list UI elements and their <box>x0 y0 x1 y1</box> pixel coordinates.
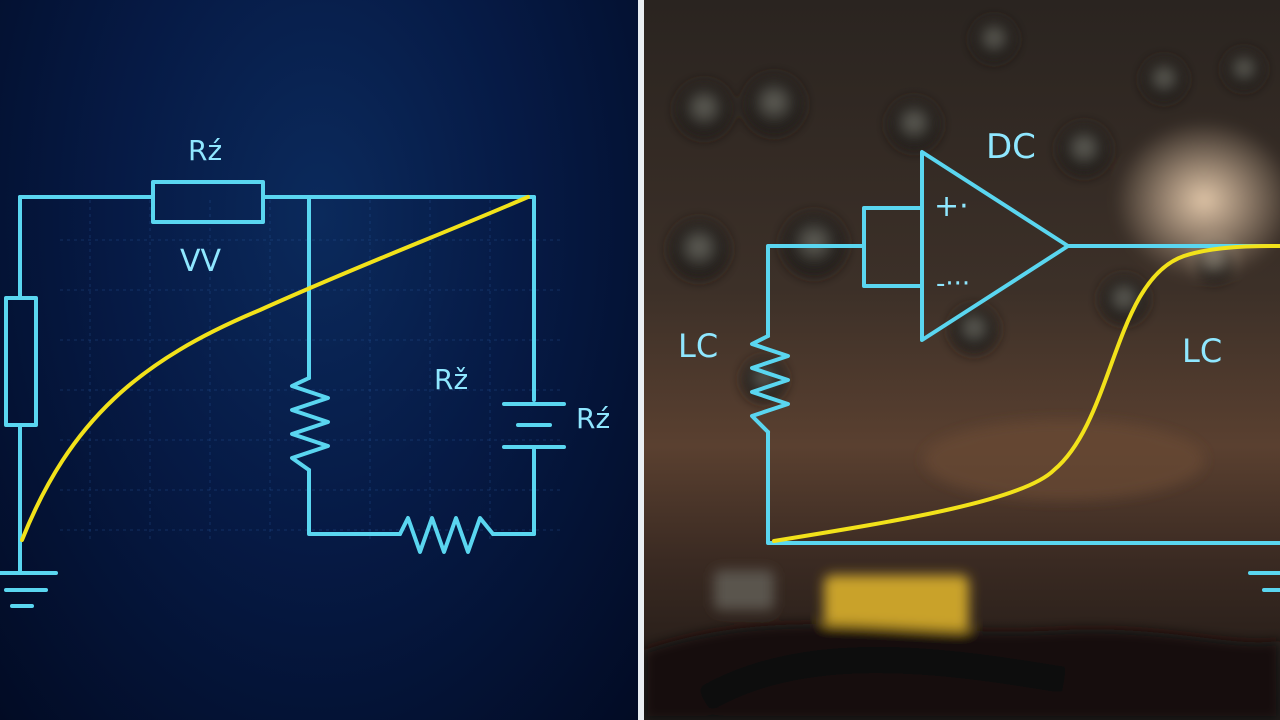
middle-wire <box>307 195 536 536</box>
right-circuit-panel: +· -··· DC LC LC <box>644 0 1280 720</box>
battery-label: Rź <box>576 402 610 435</box>
minus-terminal-label: -··· <box>936 269 970 299</box>
right-circuit-svg: +· -··· DC LC LC <box>644 18 1280 720</box>
top-resistor-label: Rź <box>188 134 222 167</box>
ground-icon <box>0 571 58 608</box>
middle-resistor <box>290 376 330 472</box>
battery-icon <box>502 402 566 449</box>
response-curve <box>772 244 1280 543</box>
input-inductor <box>750 334 790 434</box>
panel-divider <box>638 0 644 720</box>
op-amp-input-block <box>862 206 924 288</box>
series-resistor-label: VV <box>180 244 222 279</box>
left-circuit-svg: Rź VV Rž Rź <box>0 134 610 608</box>
op-amp-label: DC <box>986 127 1036 167</box>
bottom-resistor <box>398 516 495 554</box>
left-loop-wire <box>766 244 1280 545</box>
ground-icon-right <box>1248 571 1280 592</box>
left-resistor <box>4 296 38 427</box>
background-equipment <box>669 18 1280 500</box>
top-resistor <box>151 180 265 224</box>
op-amp-icon <box>920 150 1070 342</box>
input-inductor-label: LC <box>678 327 718 365</box>
charge-curve <box>20 195 530 542</box>
foreground-components <box>644 570 1280 720</box>
plus-terminal-label: +· <box>934 189 969 224</box>
left-circuit-panel: Rź VV Rž Rź <box>0 0 638 720</box>
output-curve-label: LC <box>1182 332 1222 370</box>
middle-resistor-label: Rž <box>434 363 468 396</box>
